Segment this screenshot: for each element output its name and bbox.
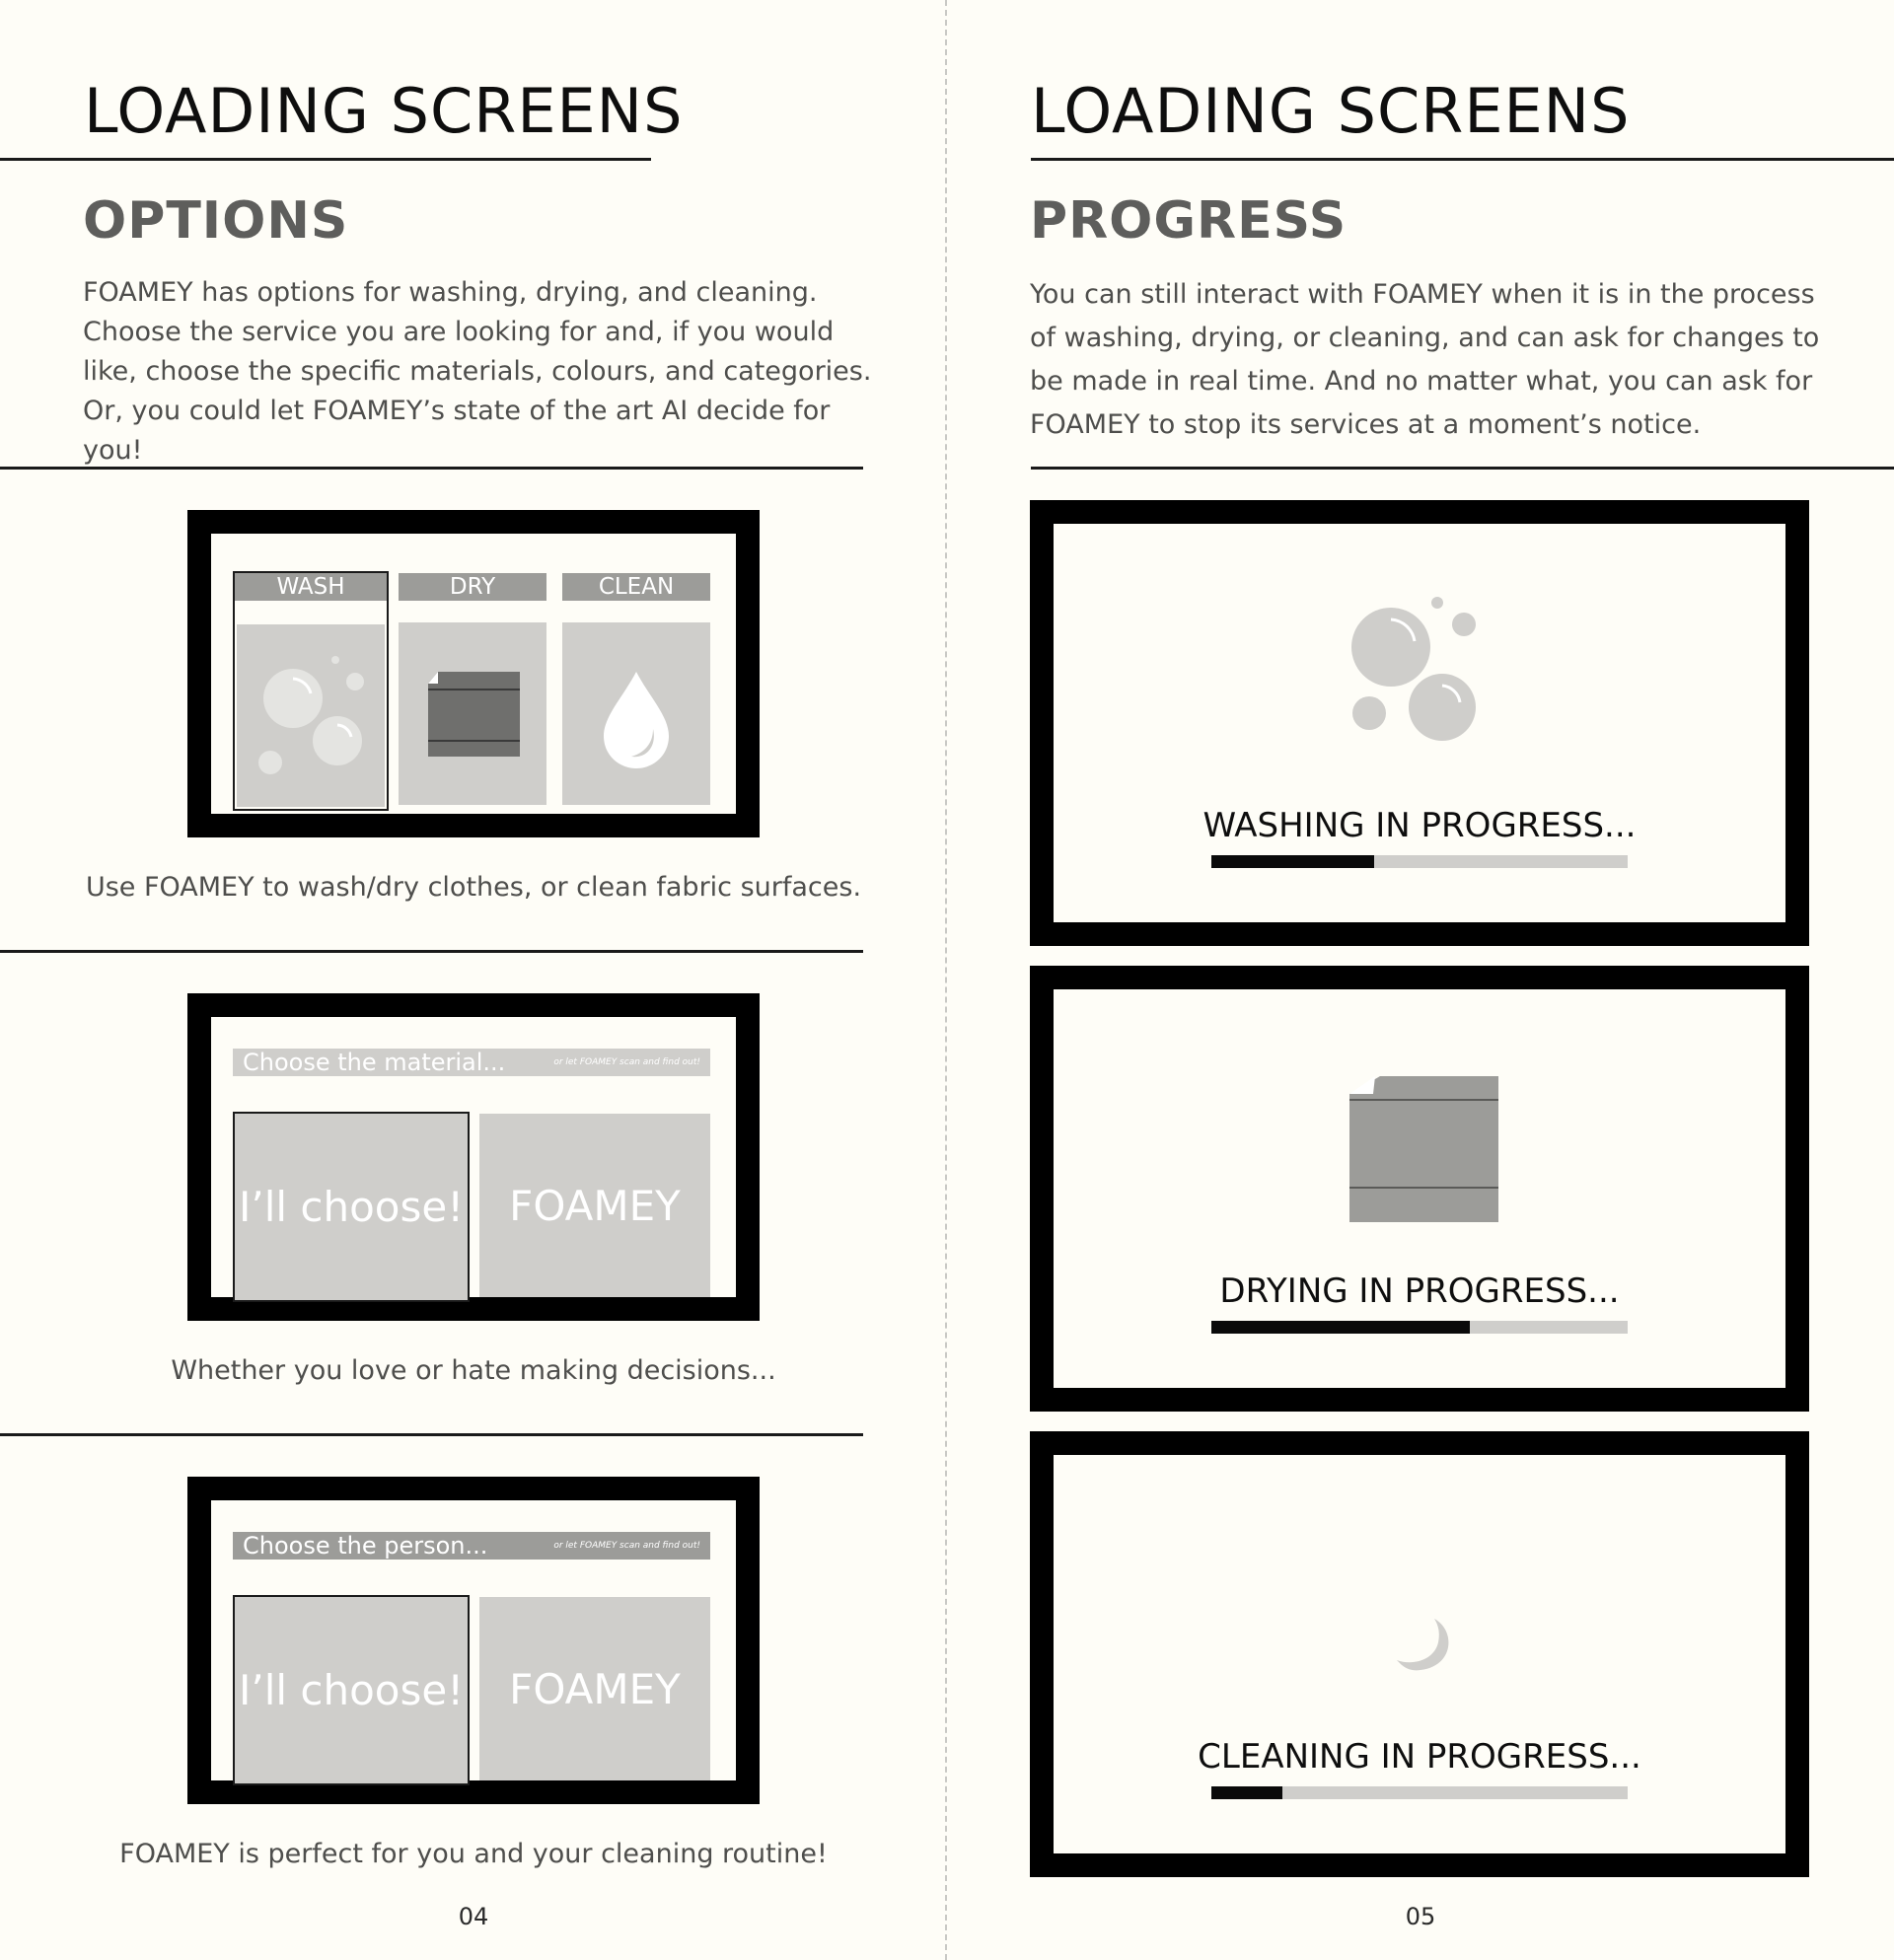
washing-screen: WASHING IN PROGRESS... <box>1030 500 1809 946</box>
choose-self-button[interactable]: I’ll choose! <box>233 1112 470 1302</box>
material-caption: Whether you love or hate making decision… <box>171 1355 776 1386</box>
section-rule <box>0 950 863 953</box>
cleaning-progress-bar <box>1211 1786 1628 1799</box>
material-hint: or let FOAMEY scan and find out! <box>553 1057 700 1067</box>
title-rule <box>0 158 651 161</box>
clean-tab-label: CLEAN <box>562 573 710 601</box>
person-screen: Choose the person... or let FOAMEY scan … <box>187 1477 760 1804</box>
person-prompt-bar: Choose the person... or let FOAMEY scan … <box>233 1532 710 1560</box>
foamey-choice-button[interactable]: FOAMEY <box>479 1597 710 1780</box>
left-page-title: LOADING SCREENS <box>84 75 684 147</box>
left-page-intro: FOAMEY has options for washing, drying, … <box>83 277 872 466</box>
clean-panel <box>562 622 710 805</box>
dry-tab-label: DRY <box>399 573 546 601</box>
wash-option[interactable]: WASH <box>233 571 389 811</box>
right-page-intro: You can still interact with FOAMEY when … <box>1030 279 1820 440</box>
section-rule <box>0 467 863 470</box>
towel-icon <box>428 672 520 757</box>
page-fold <box>945 0 947 1960</box>
drying-progress-bar <box>1211 1321 1628 1334</box>
foamey-choice-button[interactable]: FOAMEY <box>479 1114 710 1297</box>
service-screen: WASH DRY CLEAN <box>187 510 760 837</box>
right-page-title: LOADING SCREENS <box>1031 75 1631 147</box>
crescent-icon <box>1397 1619 1449 1671</box>
section-rule <box>0 1433 863 1436</box>
right-page-subtitle: PROGRESS <box>1030 191 1348 251</box>
dry-panel <box>399 622 546 805</box>
material-screen: Choose the material... or let FOAMEY sca… <box>187 993 760 1321</box>
drying-screen: DRYING IN PROGRESS... <box>1030 966 1809 1412</box>
bubbles-icon <box>258 656 364 774</box>
person-prompt: Choose the person... <box>243 1532 488 1560</box>
washing-progress-fill <box>1211 855 1374 868</box>
washing-progress-bar <box>1211 855 1628 868</box>
washing-label: WASHING IN PROGRESS... <box>1202 806 1637 845</box>
material-prompt-bar: Choose the material... or let FOAMEY sca… <box>233 1049 710 1076</box>
choose-self-button[interactable]: I’ll choose! <box>233 1595 470 1785</box>
wash-panel <box>237 624 385 807</box>
towel-icon <box>1349 1076 1498 1222</box>
page-number: 05 <box>1405 1903 1436 1930</box>
service-caption: Use FOAMEY to wash/dry clothes, or clean… <box>85 872 862 903</box>
droplet-icon <box>604 672 669 768</box>
cleaning-label: CLEANING IN PROGRESS... <box>1198 1737 1641 1777</box>
clean-option[interactable]: CLEAN <box>562 573 710 805</box>
bubbles-icon <box>1351 597 1476 741</box>
title-rule <box>1031 158 1894 161</box>
section-rule <box>1031 467 1894 470</box>
person-hint: or let FOAMEY scan and find out! <box>553 1541 700 1551</box>
dry-option[interactable]: DRY <box>399 573 546 805</box>
cleaning-progress-fill <box>1211 1786 1282 1799</box>
person-caption: FOAMEY is perfect for you and your clean… <box>119 1839 828 1869</box>
drying-progress-fill <box>1211 1321 1470 1334</box>
material-prompt: Choose the material... <box>243 1049 506 1076</box>
drying-label: DRYING IN PROGRESS... <box>1219 1271 1620 1311</box>
left-page-subtitle: OPTIONS <box>83 191 349 251</box>
page-number: 04 <box>458 1903 489 1930</box>
wash-tab-label: WASH <box>235 573 387 601</box>
cleaning-screen: CLEANING IN PROGRESS... <box>1030 1431 1809 1877</box>
